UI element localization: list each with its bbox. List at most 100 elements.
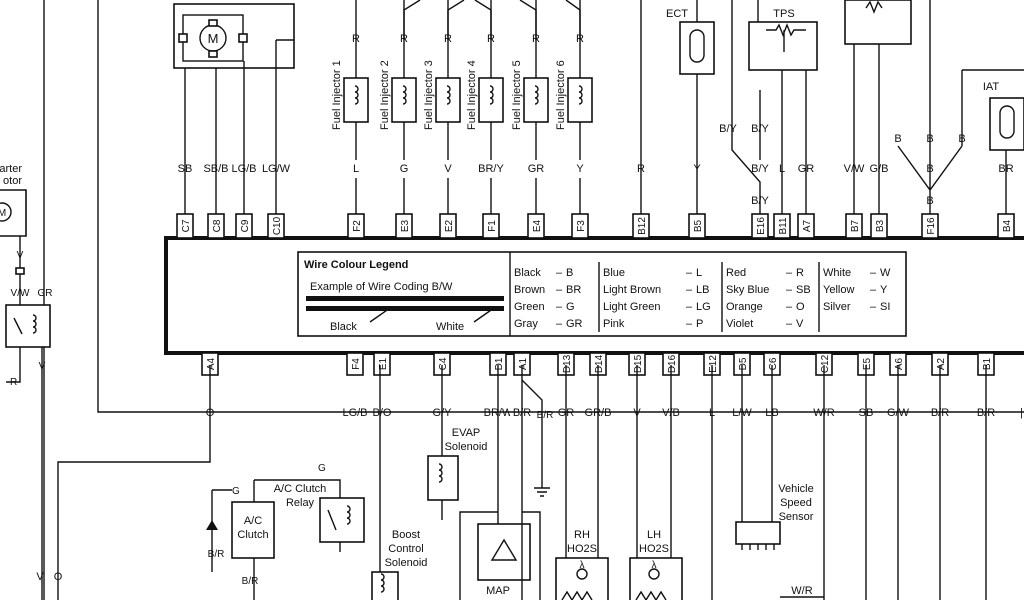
relay-label-v2: V [39, 361, 46, 372]
injector-body [478, 77, 504, 123]
legend-dash: – [786, 301, 793, 313]
starter-label-b: otor [3, 175, 22, 187]
bottom-pin-id: A1 [518, 357, 529, 370]
b-label-3: B [958, 133, 965, 145]
relay-label-vw: V/W [11, 288, 30, 299]
bottom-pin-id: B1 [982, 357, 993, 370]
legend-colour-name: Blue [603, 267, 625, 279]
legend-colour-code: SB [796, 284, 811, 296]
tps-by-label-1: B/Y [719, 123, 737, 135]
legend-dash: – [870, 301, 877, 313]
bottom-pin-id: D14 [594, 354, 605, 373]
injector-body [523, 77, 549, 123]
legend-colour-name: Silver [823, 301, 851, 313]
top-pin-id: B12 [637, 217, 648, 235]
bottom-pin-id: C12 [820, 354, 831, 373]
top-wire-colour: B/Y [751, 163, 769, 175]
legend-dash: – [870, 284, 877, 296]
top-wire-colour: L [353, 163, 359, 175]
legend-colour-name: Green [514, 301, 545, 313]
ect-sensor: ECT [666, 0, 715, 214]
legend-colour-name: White [823, 267, 851, 279]
injector-feed-wires [403, 0, 581, 40]
bottom-wire-colour: LG/B [342, 407, 367, 419]
legend-colour-code: GR [566, 318, 583, 330]
vss-label-b: Speed [780, 497, 812, 509]
tps-label: TPS [773, 8, 794, 20]
tps-wires [731, 0, 807, 214]
legend-colour-code: B [566, 267, 573, 279]
boost-label-a: Boost [392, 529, 420, 541]
boost-control-solenoid: Boost Control Solenoid [371, 529, 427, 600]
legend-example: Example of Wire Coding B/W [310, 281, 453, 293]
top-pin-id: F1 [487, 220, 498, 232]
map-sensor: MAP [459, 365, 541, 600]
top-pin-id: C10 [272, 216, 283, 235]
legend-colour-code: R [796, 267, 804, 279]
iat-label: IAT [983, 81, 1000, 93]
legend-dash: – [556, 318, 563, 330]
vss-label-a: Vehicle [778, 483, 813, 495]
relay-label-r: R [10, 377, 17, 388]
vehicle-speed-sensor: Vehicle Speed Sensor [735, 365, 814, 550]
left-trunk-wire [97, 0, 1024, 413]
b-label-2: B [926, 133, 933, 145]
rh-ho2s: RH HO2S λ [555, 365, 609, 600]
top-pin-id: C8 [212, 219, 223, 232]
bottom-right-wires [711, 365, 987, 600]
bottom-wire-colour: B/O [373, 407, 392, 419]
lh-ho2s: LH HO2S λ [629, 365, 683, 600]
legend-colour-name: Black [514, 267, 541, 279]
bottom-wr-label: W/R [791, 585, 812, 597]
injector-body [391, 77, 417, 123]
legend-colour-code: LB [696, 284, 709, 296]
b-label-4: B [926, 195, 933, 207]
ac-clutch-relay: A/C Clutch Relay G [254, 365, 381, 600]
tps-by-label-3: B/Y [751, 195, 769, 207]
b-label-1: B [894, 133, 901, 145]
legend-colour-name: Pink [603, 318, 625, 330]
bottom-o-label: O [54, 571, 63, 583]
rh-lambda: λ [580, 560, 585, 571]
bottom-pin-id: A4 [206, 357, 217, 370]
top-wire-colour: G [400, 163, 409, 175]
legend-colour-code: O [796, 301, 805, 313]
legend-colour-name: Orange [726, 301, 763, 313]
legend-title: Wire Colour Legend [304, 259, 408, 271]
fan-motor: M [173, 3, 295, 214]
acclutch-label-b: Clutch [237, 529, 268, 541]
top-pin-id: C7 [181, 219, 192, 232]
lh-label-b: HO2S [639, 543, 669, 555]
acc-label-g: G [232, 486, 240, 497]
rh-label-b: HO2S [567, 543, 597, 555]
top-pin-id: F2 [352, 220, 363, 232]
tps-sensor: TPS [748, 8, 818, 71]
injector-label: Fuel Injector 6 [555, 60, 567, 130]
legend-colour-name: Gray [514, 318, 538, 330]
top-pin-id: F3 [576, 220, 587, 232]
top-wire-colour: V [444, 163, 452, 175]
iat-sensor: IAT [962, 69, 1024, 151]
legend-dash: – [556, 284, 563, 296]
relay-label-v: V [17, 250, 24, 261]
bottom-pin-id: D15 [633, 354, 644, 373]
legend-dash: – [786, 267, 793, 279]
bottom-pin-id: D13 [562, 354, 573, 373]
top-wire-colour: GR [528, 163, 545, 175]
legend-colour-name: Light Green [603, 301, 660, 313]
tps-by-label-2: B/Y [751, 123, 769, 135]
legend-colour-name: Sky Blue [726, 284, 769, 296]
acrelay-label-b: Relay [286, 497, 315, 509]
top-pin-id: E3 [400, 219, 411, 232]
top-pin-id: B4 [1002, 219, 1013, 232]
bottom-v-label: V [36, 571, 44, 583]
ect-label: ECT [666, 8, 688, 20]
legend-colour-code: L [696, 267, 702, 279]
starter-label-a: arter [0, 163, 22, 175]
legend-dash: – [686, 267, 693, 279]
top-pin-id: B5 [693, 219, 704, 232]
top-pin-id: E2 [444, 219, 455, 232]
legend-dash: – [686, 284, 693, 296]
acrelay-label-a: A/C Clutch [274, 483, 327, 495]
